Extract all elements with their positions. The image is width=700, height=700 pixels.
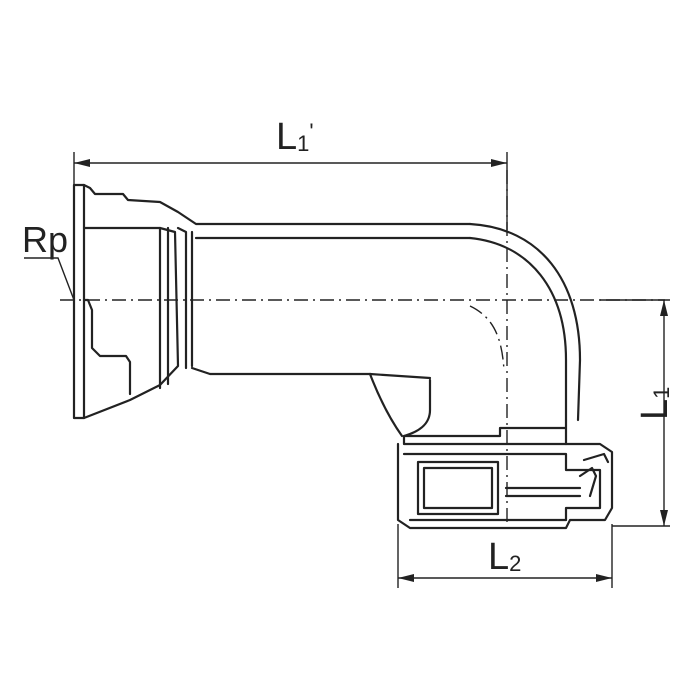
l1-subscript: 1 [649, 386, 674, 399]
elbow-outer-arc [468, 222, 582, 422]
l1-prime-mark: ' [309, 119, 314, 144]
bend-centerline [469, 305, 505, 371]
socket-inner [82, 298, 132, 396]
arrow-l2-right [596, 574, 612, 582]
dimension-arrows [74, 159, 668, 582]
nut-top-band [402, 418, 568, 446]
elbow-inner-arc [468, 236, 568, 422]
l1-prime-subscript: 1 [297, 131, 310, 156]
l1-prime-base: L [276, 116, 298, 158]
l1-label: L1 [634, 386, 676, 420]
flange-top-steps [82, 183, 472, 226]
l1-prime-label: L1' [276, 118, 314, 156]
nut-window [416, 460, 500, 516]
arrow-l1p-left [74, 159, 90, 167]
l2-base: L [488, 536, 510, 578]
dimension-lines [24, 152, 670, 588]
collar-lines [176, 226, 194, 370]
l2-label: L2 [488, 538, 521, 576]
fitting-outline [72, 183, 614, 530]
nut-teeth [504, 452, 610, 498]
flange-face [72, 183, 86, 420]
arrow-l1p-right [491, 159, 507, 167]
arrow-l1-bottom [660, 510, 668, 526]
l1-base: L [634, 398, 676, 420]
socket-side [158, 226, 170, 390]
arrow-l1-top [660, 300, 668, 316]
arrow-l2-left [398, 574, 414, 582]
l2-subscript: 2 [509, 551, 522, 576]
pipe-bottom-edge [190, 366, 372, 376]
rp-leader [24, 257, 75, 301]
rp-label: Rp [22, 219, 69, 260]
nut-body [396, 442, 614, 530]
nut-inner [402, 452, 602, 522]
elbow-underside [368, 372, 432, 438]
